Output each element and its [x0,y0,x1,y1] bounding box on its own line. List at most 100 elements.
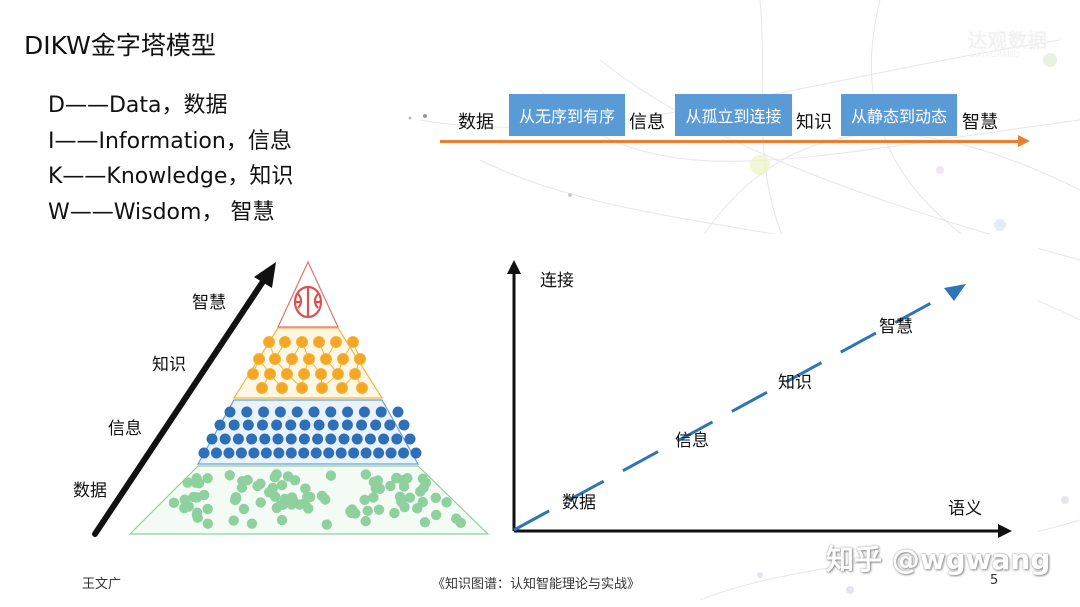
information-dot [241,406,253,418]
information-dot [285,419,297,431]
knowledge-node [349,368,361,380]
information-dot [335,447,347,459]
data-dot [360,515,371,527]
data-dot [228,515,239,526]
x-axis-arrow [998,524,1012,538]
information-dot [364,433,376,445]
information-dot [385,447,397,459]
data-dot [399,501,410,513]
information-dot [298,433,310,445]
information-dot [258,406,270,418]
flow-arrow-head [1018,135,1030,147]
information-dot [259,433,271,445]
knowledge-network [247,336,368,394]
knowledge-node [256,382,268,394]
information-dot [308,406,320,418]
knowledge-node [276,382,288,394]
knowledge-node [320,353,332,365]
information-dot [373,447,385,459]
information-dot [272,433,284,445]
data-dot [321,519,333,530]
data-dot [246,518,258,529]
knowledge-node [347,336,359,348]
information-dot [351,433,363,445]
data-dot [282,471,294,482]
knowledge-node [336,382,348,394]
information-dot [223,447,235,459]
knowledge-node [286,353,298,365]
pyramid-label-data: 数据 [73,481,107,501]
y-axis-arrow [507,260,521,274]
data-dot [168,497,180,509]
information-dot [358,406,370,418]
footer-author: 王文广 [82,577,122,592]
data-dot [183,501,194,512]
knowledge-node [264,368,276,380]
flow-label-knowledge: 知识 [796,112,832,133]
information-dot [274,406,286,418]
data-dot [302,491,313,502]
data-dot [417,473,429,484]
data-dot [198,489,210,501]
information-dot [271,419,283,431]
information-dot [375,406,387,418]
dikw-pyramid [92,260,1012,538]
information-dot [273,447,285,459]
data-dot [345,506,356,517]
data-dot [397,475,408,486]
information-dot [285,447,297,459]
information-dot [235,447,247,459]
brand-logo-text: 达观数据 [968,30,1049,52]
information-dot [206,433,218,445]
data-dot [325,470,337,481]
information-dots [198,406,422,459]
data-dot [202,503,213,515]
information-dot [338,433,350,445]
data-dot [271,502,282,514]
information-dot [228,419,240,431]
data-dot [267,482,279,494]
knowledge-node [253,353,265,365]
flow-label-wisdom: 智慧 [962,112,998,133]
rising-arrow-head [254,262,276,288]
data-dot [414,486,426,497]
information-dot [246,433,258,445]
definition-knowledge: K——Knowledge，知识 [48,164,294,189]
knowledge-node [263,336,275,348]
footer-book-title: 《知识图谱：认知智能理论与实战》 [432,577,641,592]
data-dot [316,490,328,502]
information-dot [214,419,226,431]
information-dot [356,419,368,431]
definition-list: D——Data，数据 I——Information，信息 K——Knowledg… [48,88,293,230]
rising-arrow-line [92,271,271,537]
knowledge-node [298,368,310,380]
definition-wisdom: W——Wisdom， 智慧 [48,199,275,225]
data-dot [362,505,373,516]
information-dot [299,419,311,431]
knowledge-node [247,368,259,380]
information-dot [325,433,337,445]
information-dot [312,433,324,445]
chart-point-wisdom: 智慧 [879,317,913,337]
information-dot [224,406,236,418]
chart-point-knowledge: 知识 [778,373,812,393]
data-dot [368,492,379,503]
flow-arrow-line [440,140,1020,143]
data-dot [202,518,213,529]
chart-point-data: 数据 [562,493,596,513]
data-dot [276,514,288,526]
information-dot [378,433,390,445]
transformation-flow: 数据 从无序到有序 信息 从孤立到连接 知识 从静态到动态 智慧 [440,94,1030,147]
knowledge-node [356,382,368,394]
information-dot [404,433,416,445]
data-dot [372,475,384,486]
data-dot [230,493,242,504]
pyramid-label-wisdom: 智慧 [192,293,226,313]
data-dot [300,483,311,494]
information-dot [392,406,404,418]
information-dot [342,406,354,418]
information-dot [232,433,244,445]
knowledge-node [313,336,325,348]
knowledge-node [269,353,281,365]
